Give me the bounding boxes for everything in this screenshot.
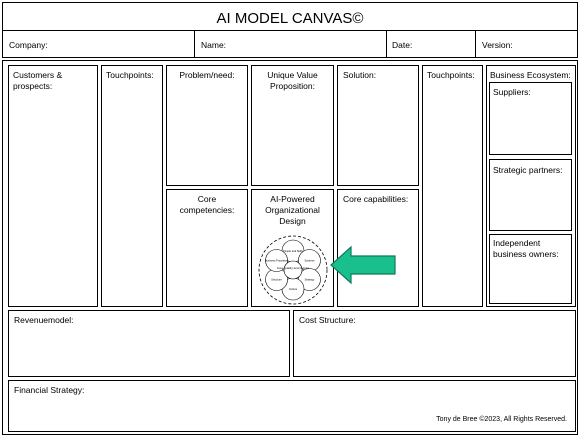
revenue-model-label: Revenuemodel: (14, 315, 74, 325)
independent-owners-label: Independent business owners: (493, 238, 559, 259)
revenue-model-box[interactable]: Revenuemodel: (8, 310, 290, 377)
title-bar: AI MODEL CANVAS© (2, 2, 578, 31)
customers-label: Customers & prospects: (13, 70, 63, 91)
cost-structure-label: Cost Structure: (299, 315, 356, 325)
ai-design-label: AI-Powered Organizational Design (265, 194, 320, 226)
suppliers-box[interactable]: Suppliers: (489, 82, 572, 155)
touchpoints-left-box[interactable]: Touchpoints: (101, 65, 163, 307)
version-field[interactable]: Version: (475, 30, 578, 58)
core-competencies-box[interactable]: Core competencies: (166, 189, 248, 307)
date-field[interactable]: Date: (386, 30, 476, 58)
independent-owners-box[interactable]: Independent business owners: (489, 234, 572, 304)
diagram-petal-label: Business Processes (265, 259, 289, 263)
company-field[interactable]: Company: (2, 30, 195, 58)
strategic-partners-label: Strategic partners: (493, 165, 563, 175)
date-label: Date: (392, 40, 413, 50)
name-field[interactable]: Name: (194, 30, 387, 58)
diagram-petal-label: Structure (271, 278, 282, 282)
touchpoints-left-label: Touchpoints: (106, 70, 154, 80)
ai-design-box[interactable]: AI-Powered Organizational Design People … (251, 189, 334, 307)
suppliers-label: Suppliers: (493, 87, 531, 97)
ecosystem-label: Business Ecosystem: (490, 70, 571, 80)
version-label: Version: (482, 40, 513, 50)
solution-box[interactable]: Solution: (337, 65, 419, 186)
diagram-petal-label: Systems (304, 259, 315, 263)
diagram-petal-label: Culture (289, 287, 298, 291)
touchpoints-right-box[interactable]: Touchpoints: (422, 65, 483, 307)
financial-strategy-label: Financial Strategy: (14, 385, 85, 395)
solution-label: Solution: (343, 70, 377, 80)
strategic-partners-box[interactable]: Strategic partners: (489, 159, 572, 231)
copyright-text: Tony de Bree ©2023, All Rights Reserved. (436, 416, 567, 423)
financial-strategy-box[interactable]: Financial Strategy: Tony de Bree ©2023, … (8, 380, 576, 432)
problem-box[interactable]: Problem/need: (166, 65, 248, 186)
diagram-center-label: Core quality and Culture (277, 266, 310, 270)
diagram-petal-label: Strategy (305, 278, 315, 282)
touchpoints-right-label: Touchpoints: (427, 70, 475, 80)
core-competencies-label: Core competencies: (179, 194, 235, 215)
diagram-petal-label: People and Skills (283, 249, 304, 253)
diagram-petal (265, 249, 288, 272)
uvp-label: Unique Value Proposition: (267, 70, 318, 91)
core-capabilities-label: Core capabilities: (343, 194, 409, 204)
arrow-left-icon (330, 245, 396, 285)
company-label: Company: (9, 40, 48, 50)
cost-structure-box[interactable]: Cost Structure: (293, 310, 576, 377)
page-title: AI MODEL CANVAS© (216, 10, 364, 27)
customers-box[interactable]: Customers & prospects: (8, 65, 98, 307)
problem-label: Problem/need: (179, 70, 235, 80)
uvp-box[interactable]: Unique Value Proposition: (251, 65, 334, 186)
name-label: Name: (201, 40, 227, 50)
